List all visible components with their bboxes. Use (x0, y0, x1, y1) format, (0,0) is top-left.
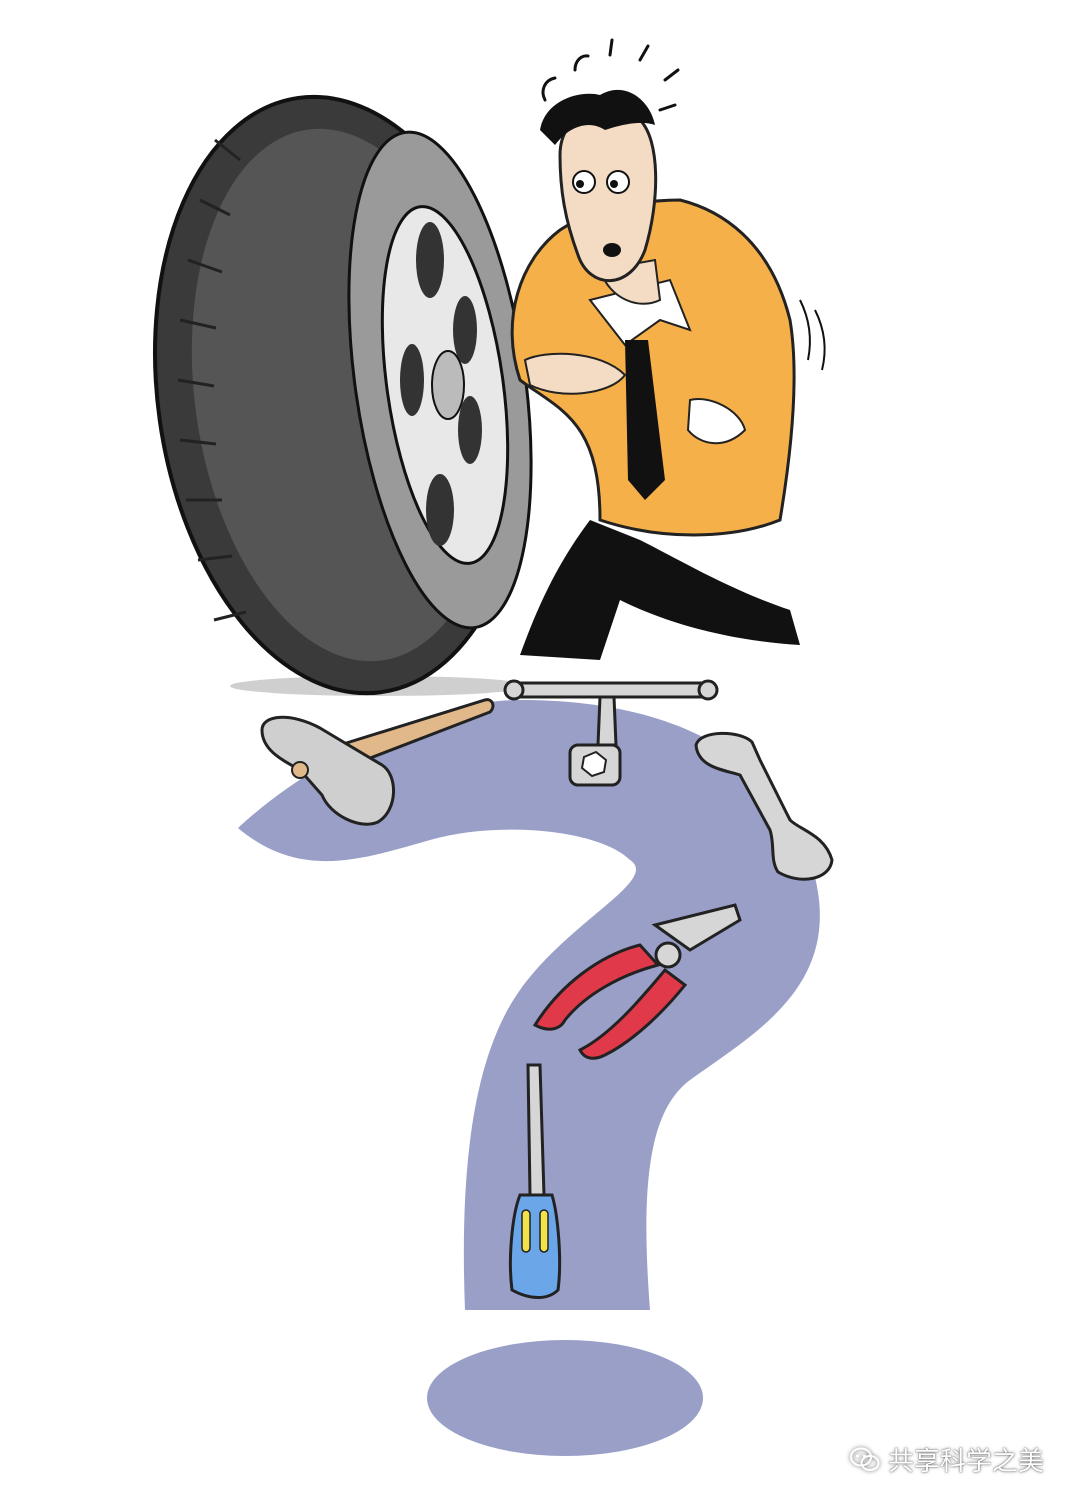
socket-wrench-icon (503, 679, 719, 787)
watermark-text: 共享科学之美 (887, 1447, 1044, 1477)
hammer-icon (260, 698, 495, 826)
wechat-icon (849, 1447, 880, 1471)
open-wrench-icon (694, 731, 834, 881)
pliers-icon (532, 903, 742, 1060)
tire-icon (152, 94, 533, 696)
screwdriver-icon (508, 1063, 562, 1299)
question-mark-icon (238, 700, 820, 1456)
watermark: 共享科学之美 (849, 1441, 1044, 1478)
man-figure (510, 38, 826, 660)
